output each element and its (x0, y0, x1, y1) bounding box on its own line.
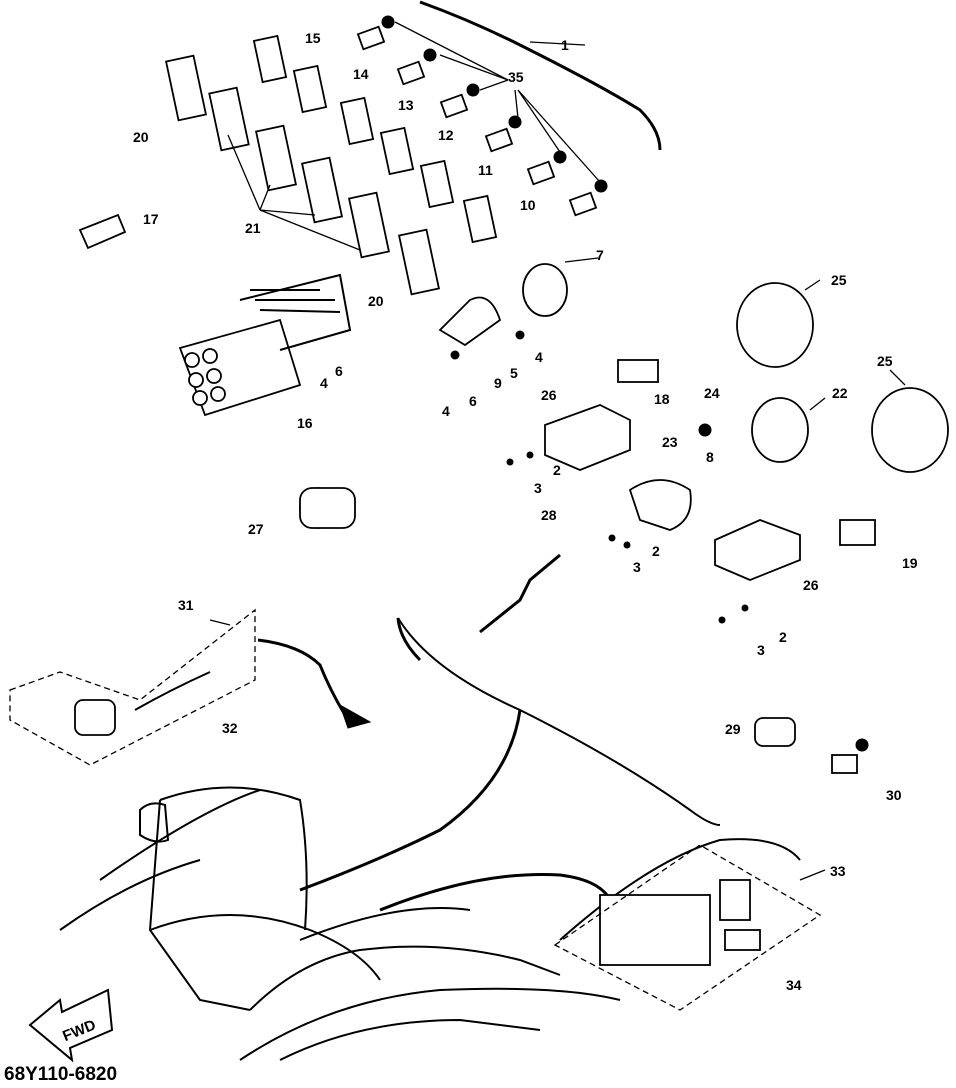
callout-23: 23 (662, 434, 678, 450)
callout-6-right: 6 (469, 393, 477, 409)
callout-18: 18 (654, 391, 670, 407)
brackets-26 (544, 404, 801, 581)
callout-3-top: 3 (534, 480, 542, 496)
diagram-code: 68Y110-6820 (4, 1064, 118, 1085)
callout-2-top: 2 (553, 462, 561, 478)
callout-22: 22 (832, 385, 848, 401)
callout-29: 29 (725, 721, 741, 737)
callout-20-top: 20 (133, 129, 149, 145)
callout-14: 14 (353, 66, 369, 82)
callout-3-middle: 3 (633, 559, 641, 575)
callout-21: 21 (245, 220, 261, 236)
callout-15: 15 (305, 30, 321, 46)
callout-27: 27 (248, 521, 264, 537)
callout-5: 5 (510, 365, 518, 381)
callout-4-left: 4 (320, 375, 328, 391)
callout-33: 33 (830, 863, 846, 879)
callout-26-bottom: 26 (803, 577, 819, 593)
misc-parts (74, 213, 876, 966)
callout-4-right: 4 (535, 349, 543, 365)
callout-25-left: 25 (831, 272, 847, 288)
callout-25-right: 25 (877, 353, 893, 369)
callout-10: 10 (520, 197, 536, 213)
callout-2-middle: 2 (652, 543, 660, 559)
callout-28: 28 (541, 507, 557, 523)
gauges (438, 263, 949, 531)
callout-6-left: 6 (335, 363, 343, 379)
hull-outline (59, 0, 801, 1061)
callout-2-bottom: 2 (779, 629, 787, 645)
callout-labels: 1 15 14 13 12 11 10 35 20 21 17 20 7 25 … (133, 30, 918, 993)
callout-9: 9 (494, 375, 502, 391)
callout-26-top: 26 (541, 387, 557, 403)
callout-34: 34 (786, 977, 802, 993)
fwd-arrow-icon: FWD (28, 988, 114, 1063)
callout-30: 30 (886, 787, 902, 803)
callout-7: 7 (596, 247, 604, 263)
callout-11: 11 (478, 162, 493, 178)
callout-19: 19 (902, 555, 918, 571)
callout-35: 35 (508, 69, 524, 85)
callout-4-middle: 4 (442, 403, 450, 419)
callout-12: 12 (438, 127, 454, 143)
callout-32: 32 (222, 720, 238, 736)
wiring-connector-16 (178, 273, 352, 417)
leader-lines (209, 21, 906, 881)
switch-panels (165, 34, 498, 296)
callout-17: 17 (143, 211, 159, 227)
kit-boxes (9, 608, 822, 1011)
callout-8: 8 (706, 449, 714, 465)
callout-24: 24 (704, 385, 720, 401)
indicator-lamps (356, 15, 608, 217)
callout-1: 1 (561, 37, 569, 53)
callout-16: 16 (297, 415, 313, 431)
callout-20-bottom: 20 (368, 293, 384, 309)
callout-3-bottom: 3 (757, 642, 765, 658)
callout-31: 31 (178, 597, 194, 613)
callout-13: 13 (398, 97, 414, 113)
